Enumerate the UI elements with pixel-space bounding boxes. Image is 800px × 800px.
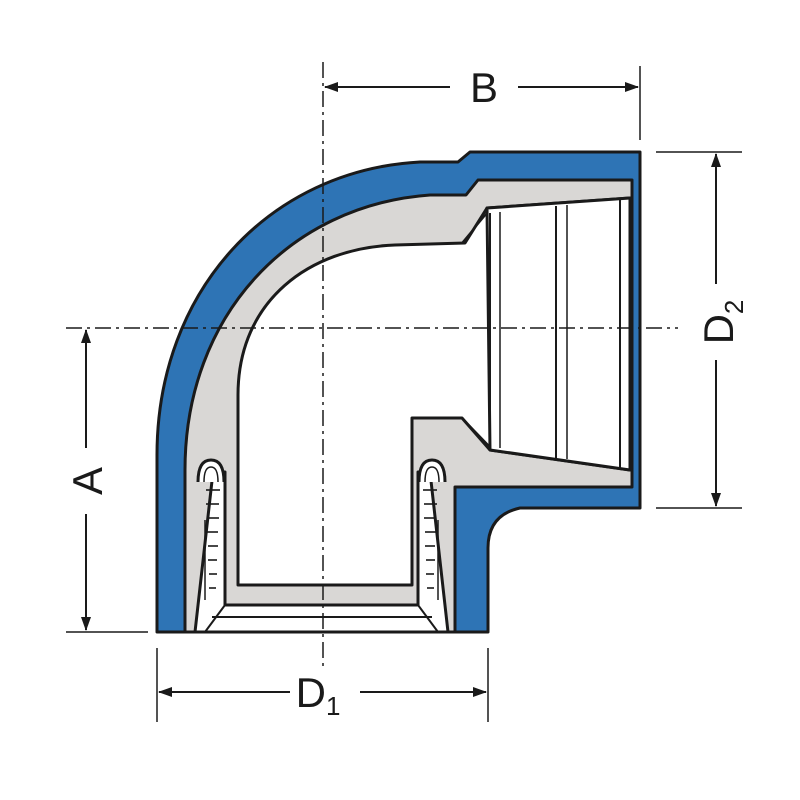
dimension-b: B — [324, 64, 639, 111]
dimension-d2: D2 — [695, 153, 749, 507]
svg-text:D1: D1 — [296, 669, 341, 721]
extension-lines — [66, 66, 742, 722]
bottom-socket — [193, 458, 450, 634]
threaded-right-port — [461, 196, 632, 472]
label-b: B — [470, 64, 498, 111]
label-d2-main: D — [695, 314, 742, 344]
centerlines — [66, 62, 678, 668]
dimension-a: A — [64, 329, 111, 631]
dimension-d1: D1 — [158, 669, 487, 721]
label-d1-main: D — [296, 669, 326, 716]
svg-text:D2: D2 — [695, 300, 749, 345]
label-d1-sub: 1 — [326, 691, 340, 721]
label-d2-sub: 2 — [719, 300, 749, 314]
label-a: A — [64, 467, 111, 495]
